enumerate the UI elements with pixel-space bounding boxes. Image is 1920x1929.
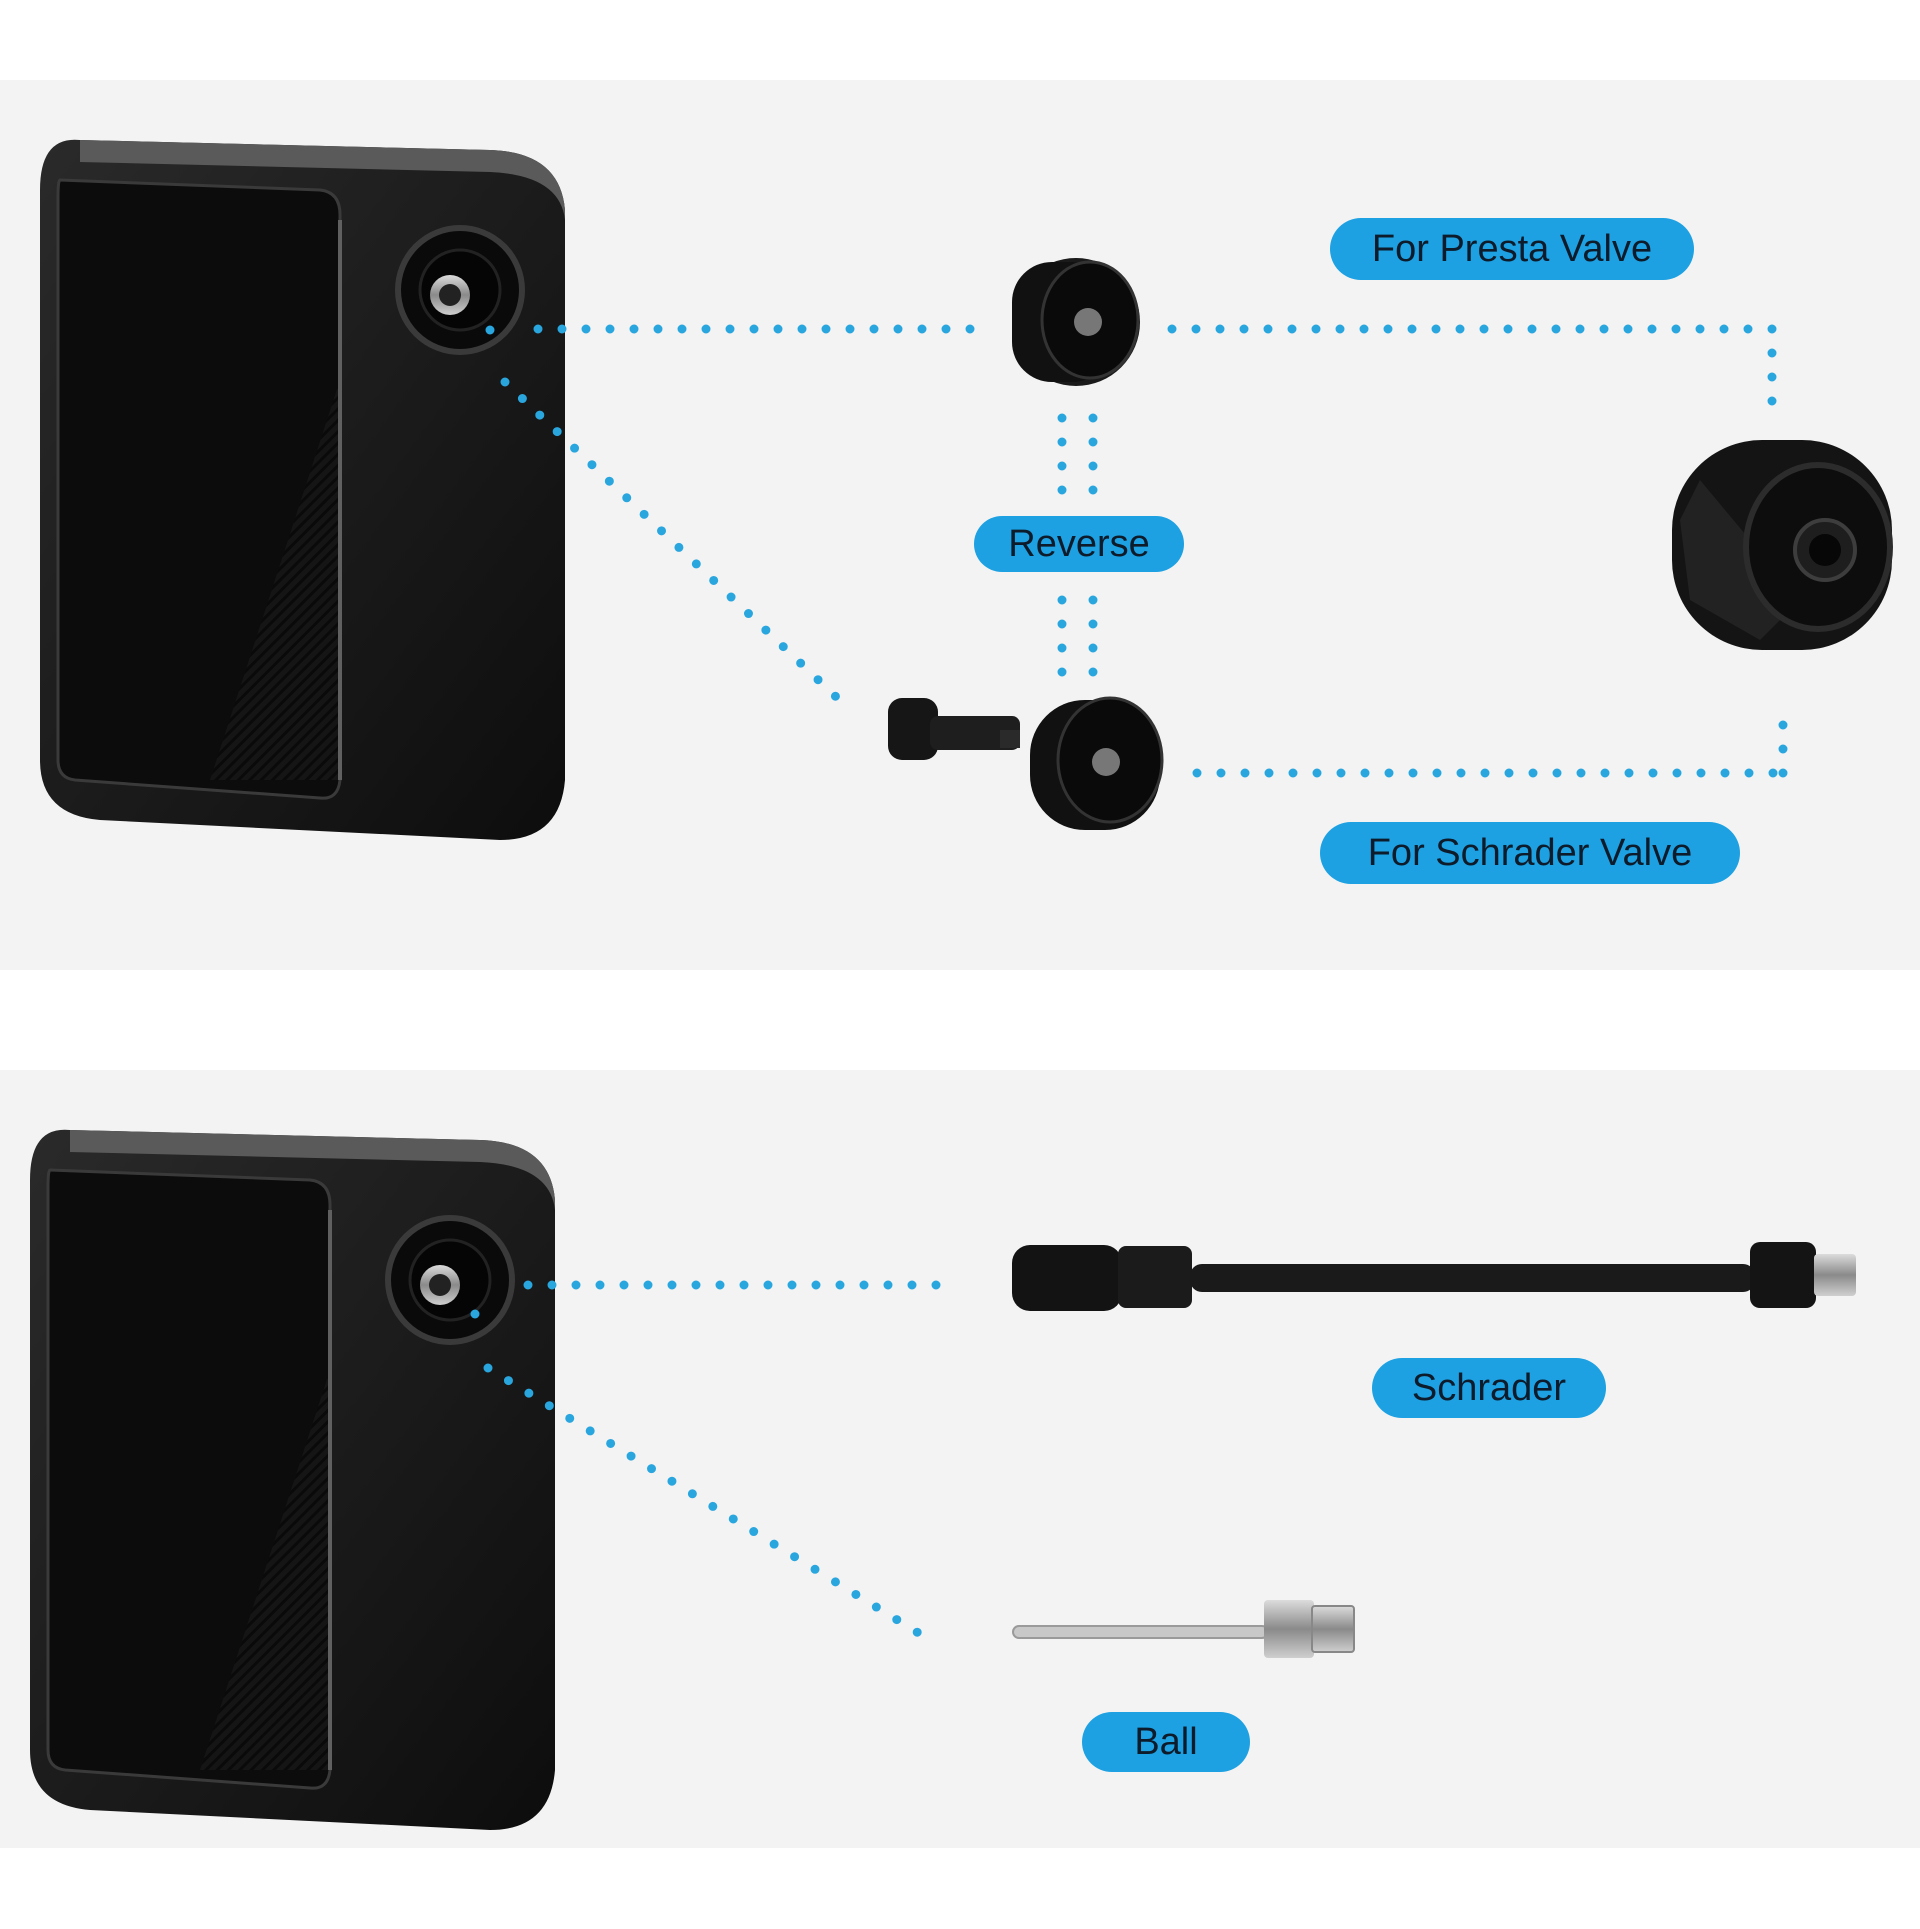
ball-needle-icon (1012, 1600, 1355, 1658)
presta-adapter-icon (1012, 258, 1140, 386)
air-pump-device-top (40, 140, 565, 840)
valve-core-tool-icon (888, 698, 1020, 760)
valve-clamp-icon (1672, 440, 1893, 650)
presta-valve-label: For Presta Valve (1330, 218, 1694, 280)
reverse-label: Reverse (974, 516, 1184, 572)
air-pump-device-bottom (30, 1130, 555, 1830)
schrader-adapter-icon (1030, 696, 1164, 830)
connector-lines-bottom (460, 1280, 960, 1642)
connector-lines-top (465, 324, 1788, 778)
schrader-valve-label: For Schrader Valve (1320, 822, 1740, 884)
schrader-label: Schrader (1372, 1358, 1606, 1418)
schrader-hose-icon (1012, 1242, 1856, 1311)
ball-label: Ball (1082, 1712, 1250, 1772)
